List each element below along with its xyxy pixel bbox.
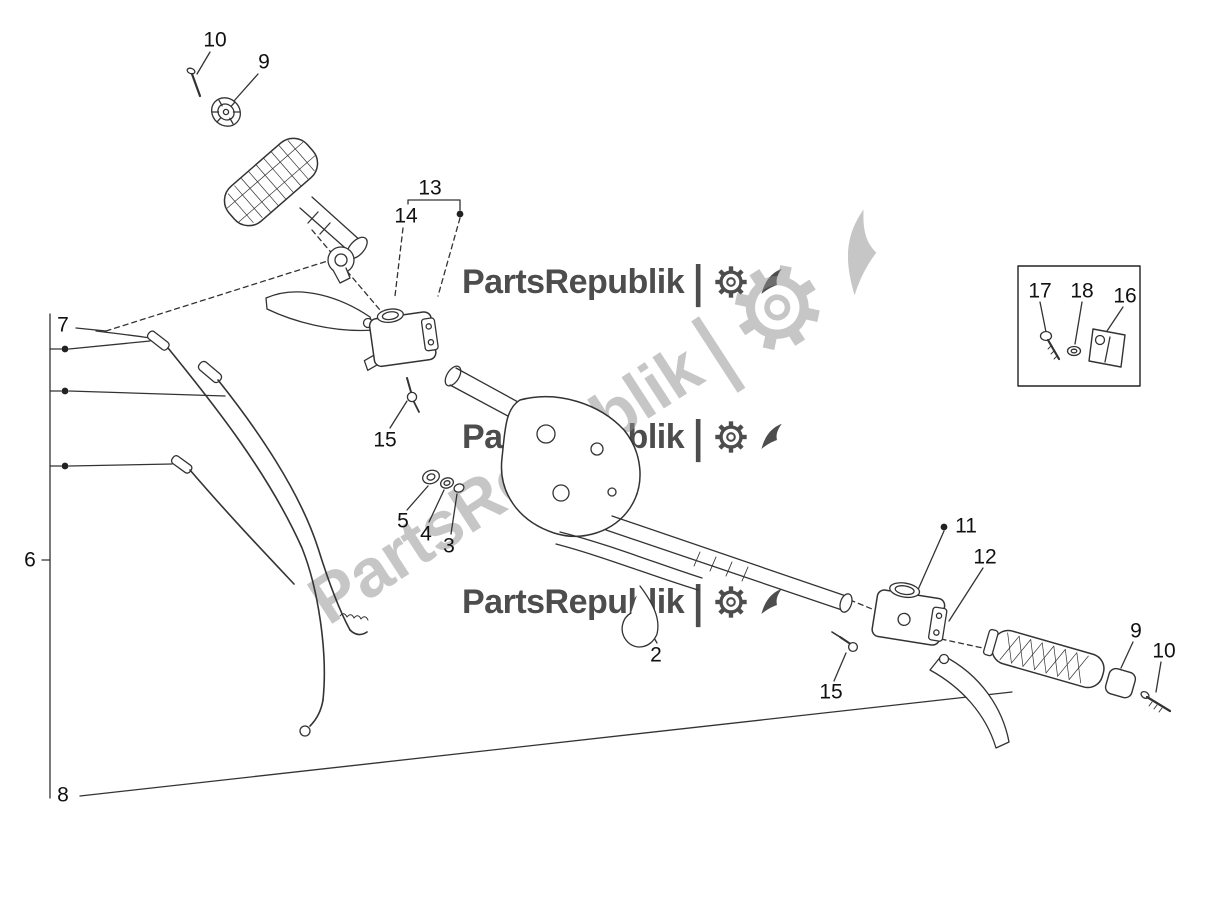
callout-9-right: 9 (1130, 619, 1142, 643)
control-cables (95, 330, 369, 737)
watermark-logo-diagonal: PartsRepublik | (288, 194, 913, 649)
leader-dots (61, 210, 948, 531)
hardware-box (1017, 265, 1141, 387)
callout-2: 2 (650, 643, 662, 667)
callout-12: 12 (973, 545, 997, 569)
bolt-17-drawing (1039, 330, 1061, 361)
callout-leaders (196, 51, 1162, 693)
callout-16: 16 (1113, 284, 1137, 308)
callout-11: 11 (955, 514, 977, 538)
clamp-16-drawing (1088, 328, 1126, 368)
callout-6: 6 (24, 548, 36, 572)
flag-icon (761, 588, 783, 614)
construction-lines (311, 229, 993, 651)
callout-10-right: 10 (1152, 639, 1176, 663)
callout-15-left: 15 (373, 428, 397, 452)
callout-17: 17 (1028, 279, 1052, 303)
left-brake-lever-assembly (265, 291, 439, 413)
flag-icon (761, 423, 783, 449)
callout-5: 5 (397, 509, 409, 533)
callout-4: 4 (420, 522, 432, 546)
callout-10-left-screw: 10 (203, 28, 227, 52)
flag-icon (847, 209, 877, 296)
handlebar-assembly (444, 365, 853, 648)
leader-lines-left (41, 251, 1013, 799)
right-brake-lever-assembly (831, 582, 1172, 749)
callout-3: 3 (443, 534, 455, 558)
callout-15-right: 15 (819, 680, 843, 704)
washer-18-drawing (1066, 345, 1082, 357)
watermark-separator: | (693, 575, 704, 627)
callout-7: 7 (57, 313, 69, 337)
callout-18: 18 (1070, 279, 1094, 303)
watermark-separator: | (693, 255, 704, 307)
callout-8: 8 (57, 783, 69, 807)
callout-9-left-cap: 9 (258, 50, 270, 74)
callout-14: 14 (394, 204, 418, 228)
watermark-logo: PartsRepublik | (462, 259, 783, 304)
left-grip-assembly (186, 67, 368, 284)
watermark-text: PartsRepublik (462, 263, 685, 301)
watermark-separator: | (693, 410, 704, 462)
callout-13: 13 (418, 176, 442, 200)
spacers-3-4-5 (422, 469, 465, 493)
